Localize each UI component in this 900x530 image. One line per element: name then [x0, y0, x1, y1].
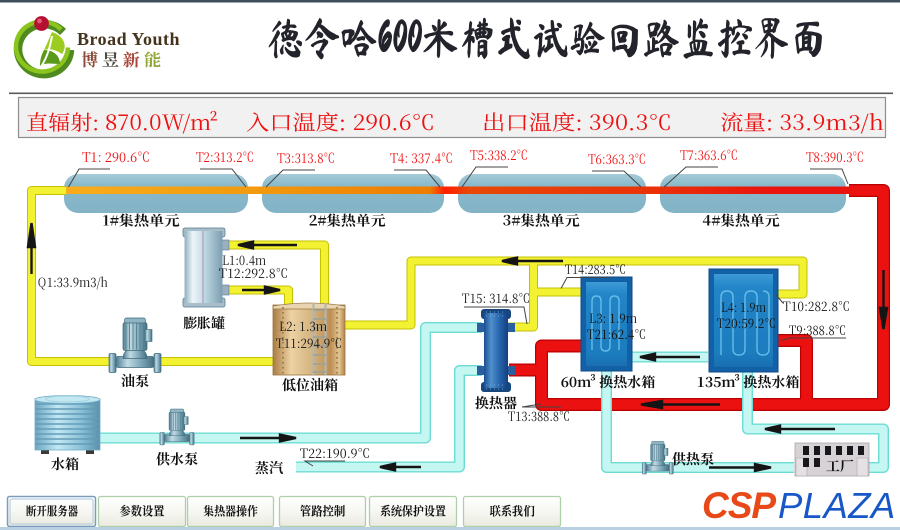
svg-text:T8:390.3℃: T8:390.3℃ [806, 146, 864, 166]
svg-text:L3: 1.9m: L3: 1.9m [589, 308, 637, 327]
svg-text:135m³ 换热水箱: 135m³ 换热水箱 [697, 372, 800, 392]
svg-text:系统保护设置: 系统保护设置 [380, 502, 446, 520]
svg-text:水箱: 水箱 [51, 454, 79, 474]
svg-text:T15: 314.8℃: T15: 314.8℃ [462, 288, 530, 307]
svg-text:T9:388.8℃: T9:388.8℃ [789, 320, 846, 339]
svg-text:供热泵: 供热泵 [672, 449, 714, 469]
svg-text:L2: 1.3m: L2: 1.3m [279, 316, 327, 335]
svg-text:油泵: 油泵 [121, 371, 149, 391]
svg-text:参数设置: 参数设置 [120, 502, 165, 520]
svg-text:断开服务器: 断开服务器 [26, 502, 78, 520]
svg-text:T21:62.4℃: T21:62.4℃ [587, 324, 646, 343]
svg-text:T6:363.3℃: T6:363.3℃ [588, 148, 646, 168]
svg-text:T11:294.9℃: T11:294.9℃ [276, 333, 342, 352]
svg-text:供水泵: 供水泵 [156, 449, 198, 469]
svg-text:T12:292.8℃: T12:292.8℃ [219, 263, 288, 282]
svg-text:膨胀罐: 膨胀罐 [183, 313, 225, 333]
svg-text:CSP: CSP [702, 485, 776, 526]
svg-text:T20:59.2℃: T20:59.2℃ [717, 313, 776, 332]
svg-text:联系我们: 联系我们 [490, 502, 535, 520]
svg-text:60m³ 换热水箱: 60m³ 换热水箱 [561, 372, 656, 392]
svg-text:出口温度: 390.3℃: 出口温度: 390.3℃ [482, 107, 672, 137]
svg-text:德令哈600米槽式试验回路监控界面: 德令哈600米槽式试验回路监控界面 [267, 16, 827, 60]
svg-text:T14:283.5℃: T14:283.5℃ [565, 259, 626, 278]
svg-text:T4: 337.4℃: T4: 337.4℃ [390, 147, 453, 167]
svg-text:换热器: 换热器 [475, 393, 517, 413]
svg-text:管路控制: 管路控制 [300, 502, 345, 520]
svg-text:T2:313.2℃: T2:313.2℃ [196, 146, 254, 166]
svg-text:1#集热单元: 1#集热单元 [103, 211, 181, 231]
svg-text:入口温度: 290.6℃: 入口温度: 290.6℃ [246, 107, 435, 137]
svg-text:PLAZA: PLAZA [778, 485, 896, 526]
svg-text:T22:190.9℃: T22:190.9℃ [300, 443, 370, 462]
svg-text:集热器操作: 集热器操作 [203, 502, 258, 520]
svg-text:低位油箱: 低位油箱 [282, 375, 338, 395]
svg-text:工厂: 工厂 [826, 456, 854, 476]
svg-text:T13:388.8℃: T13:388.8℃ [508, 406, 570, 425]
svg-text:4#集热单元: 4#集热单元 [703, 211, 781, 231]
svg-text:L1:0.4m: L1:0.4m [222, 250, 266, 269]
svg-text:T1: 290.6℃: T1: 290.6℃ [82, 146, 150, 166]
svg-text:Q1:33.9m3/h: Q1:33.9m3/h [38, 272, 108, 291]
svg-text:流量: 33.9m3/h: 流量: 33.9m3/h [720, 107, 884, 137]
svg-text:2#集热单元: 2#集热单元 [309, 211, 387, 231]
svg-text:L4: 1.9m: L4: 1.9m [721, 297, 766, 316]
svg-text:Broad Youth: Broad Youth [77, 29, 180, 49]
svg-text:T7:363.6℃: T7:363.6℃ [680, 144, 738, 164]
svg-text:直辐射: 870.0W/m²: 直辐射: 870.0W/m² [26, 107, 218, 137]
svg-text:T3:313.8℃: T3:313.8℃ [277, 147, 335, 167]
svg-text:T10:282.8℃: T10:282.8℃ [783, 296, 850, 315]
svg-text:T5:338.2℃: T5:338.2℃ [470, 144, 528, 164]
svg-text:蒸汽: 蒸汽 [255, 458, 283, 478]
svg-text:3#集热单元: 3#集热单元 [503, 211, 581, 231]
